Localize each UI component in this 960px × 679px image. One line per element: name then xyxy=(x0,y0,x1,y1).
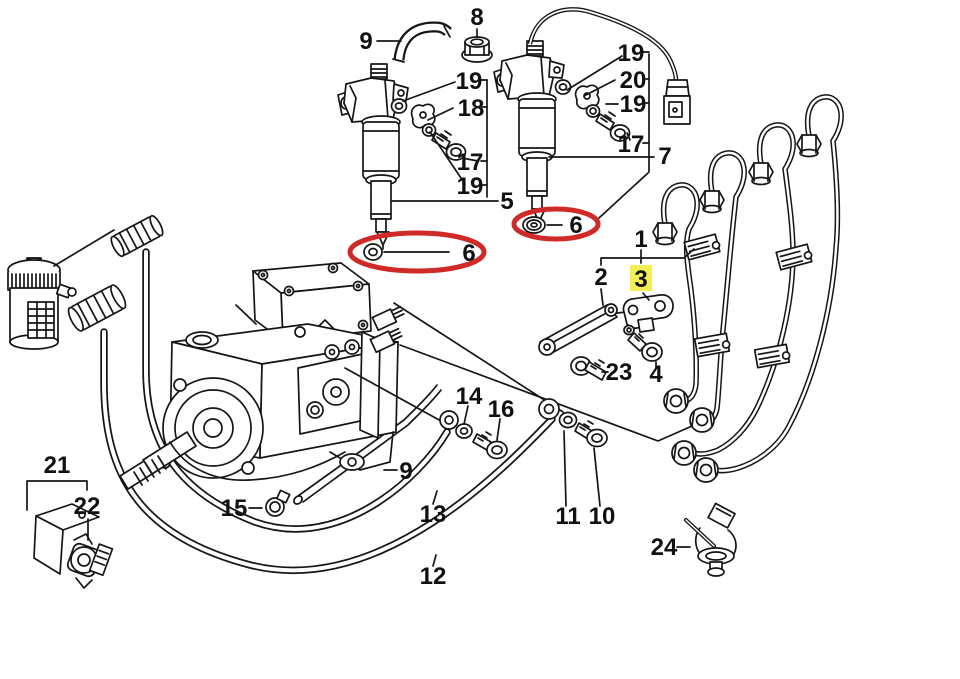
callout-3-highlighted[interactable]: 3 xyxy=(634,266,647,293)
callout-22[interactable]: 22 xyxy=(74,493,101,520)
callout-16[interactable]: 16 xyxy=(488,396,515,423)
callout-11[interactable]: 11 xyxy=(555,503,580,530)
label-leaders xyxy=(383,469,438,567)
pipe-1 xyxy=(660,182,700,404)
leader-lines xyxy=(344,302,693,442)
callout-21[interactable]: 21 xyxy=(44,452,71,479)
hose-coupling-lower xyxy=(67,284,127,332)
pipe-union-nuts-bottom xyxy=(663,388,719,483)
pipe-clamps xyxy=(683,233,813,369)
callout-12[interactable]: 12 xyxy=(420,563,447,590)
vent-hose-9-top xyxy=(376,21,452,63)
pipe-4 xyxy=(715,94,844,474)
injection-pump xyxy=(119,262,405,490)
callout-7[interactable]: 7 xyxy=(658,143,671,170)
clamp-22-part xyxy=(66,533,114,589)
callout-labels: 9 8 19 18 17 19 5 19 20 19 17 7 6 6 1 2 … xyxy=(44,4,678,590)
banjo-fitting-group-11-10 xyxy=(538,398,608,507)
fuel-hose-12 xyxy=(100,328,556,575)
callout-17-r[interactable]: 17 xyxy=(618,131,645,158)
callout-19-l2[interactable]: 19 xyxy=(457,173,484,200)
bracket-21-part xyxy=(26,480,100,575)
callout-1[interactable]: 1 xyxy=(634,226,647,253)
callout-8[interactable]: 8 xyxy=(470,4,483,31)
fuel-filter xyxy=(7,229,115,350)
overflow-pipe-9 xyxy=(293,384,442,505)
injector-left xyxy=(337,63,409,250)
callout-19-r2[interactable]: 19 xyxy=(620,91,647,118)
seal-washer-left xyxy=(363,243,450,261)
pump-fitting-lower xyxy=(369,327,403,354)
callout-5[interactable]: 5 xyxy=(500,188,513,215)
callout-17-l[interactable]: 17 xyxy=(457,149,484,176)
clip-24-part xyxy=(676,502,737,577)
callout-9b[interactable]: 9 xyxy=(399,458,412,485)
pipe-3 xyxy=(693,122,796,457)
callout-19-r1[interactable]: 19 xyxy=(618,40,645,67)
callout-6-left[interactable]: 6 xyxy=(462,240,475,267)
callout-brackets-right xyxy=(548,51,655,219)
callout-20[interactable]: 20 xyxy=(620,67,647,94)
hose-clamp-15 xyxy=(248,489,291,517)
cable-connector xyxy=(663,79,691,125)
cap-nut-8 xyxy=(461,28,493,63)
callout-brackets-left xyxy=(391,79,499,202)
callout-19-l1[interactable]: 19 xyxy=(456,68,483,95)
banjo-fitting-group-14-16 xyxy=(439,405,508,460)
pipe-2 xyxy=(707,150,747,422)
callout-10[interactable]: 10 xyxy=(589,503,616,530)
injector-left-hardware xyxy=(390,98,467,161)
injection-pipes xyxy=(652,94,844,483)
callout-2[interactable]: 2 xyxy=(594,264,607,291)
highlight-ellipse-left xyxy=(347,230,487,274)
hose-coupling-upper xyxy=(110,214,164,258)
callout-23[interactable]: 23 xyxy=(606,359,633,386)
callout-15[interactable]: 15 xyxy=(221,495,248,522)
pump-fitting-upper xyxy=(371,305,405,332)
callout-6-right[interactable]: 6 xyxy=(569,212,582,239)
injector-cable xyxy=(527,7,679,81)
callout-4[interactable]: 4 xyxy=(649,361,663,388)
fuel-hose-13 xyxy=(142,248,451,533)
mount-bracket-group xyxy=(538,248,695,381)
seal-washer-right xyxy=(522,216,563,234)
callout-18[interactable]: 18 xyxy=(458,95,485,122)
annotations xyxy=(347,206,652,291)
callout-9-top[interactable]: 9 xyxy=(359,28,372,55)
callout-14[interactable]: 14 xyxy=(456,383,483,410)
callout-24[interactable]: 24 xyxy=(651,534,678,561)
selected-part-highlight xyxy=(630,265,652,291)
callout-13[interactable]: 13 xyxy=(420,501,447,528)
pipe-union-nuts-top xyxy=(652,134,822,246)
highlight-ellipse-right xyxy=(511,206,601,242)
